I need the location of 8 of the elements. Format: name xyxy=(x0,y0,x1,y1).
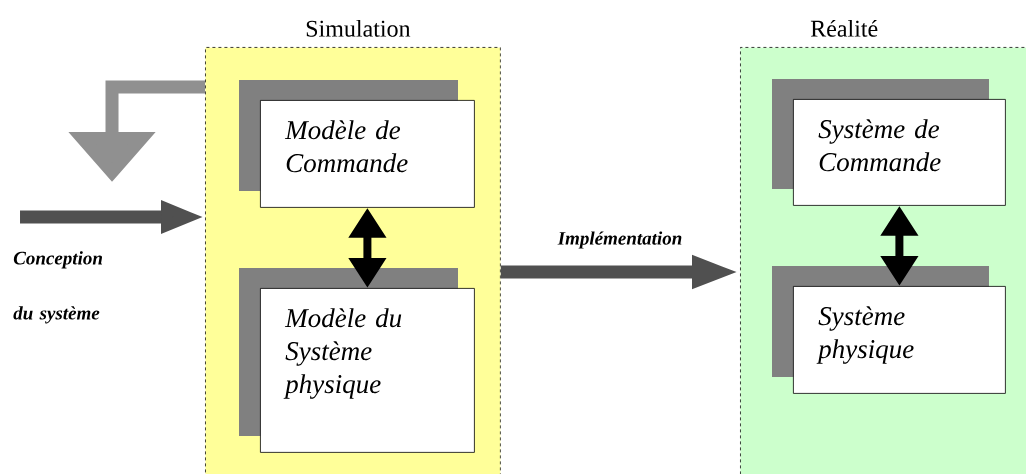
text-box: Modèle du Système physique xyxy=(260,288,475,453)
text-box: Modèle de Commande xyxy=(260,100,475,208)
edge-label: Implémentation xyxy=(557,231,682,249)
node-label: Réalité xyxy=(810,19,878,37)
node-label: Simulation xyxy=(306,19,411,37)
text-box: Système de Commande xyxy=(793,99,1006,206)
edge-label: Conception du système xyxy=(13,251,102,324)
text-box: Système physique xyxy=(793,286,1006,394)
